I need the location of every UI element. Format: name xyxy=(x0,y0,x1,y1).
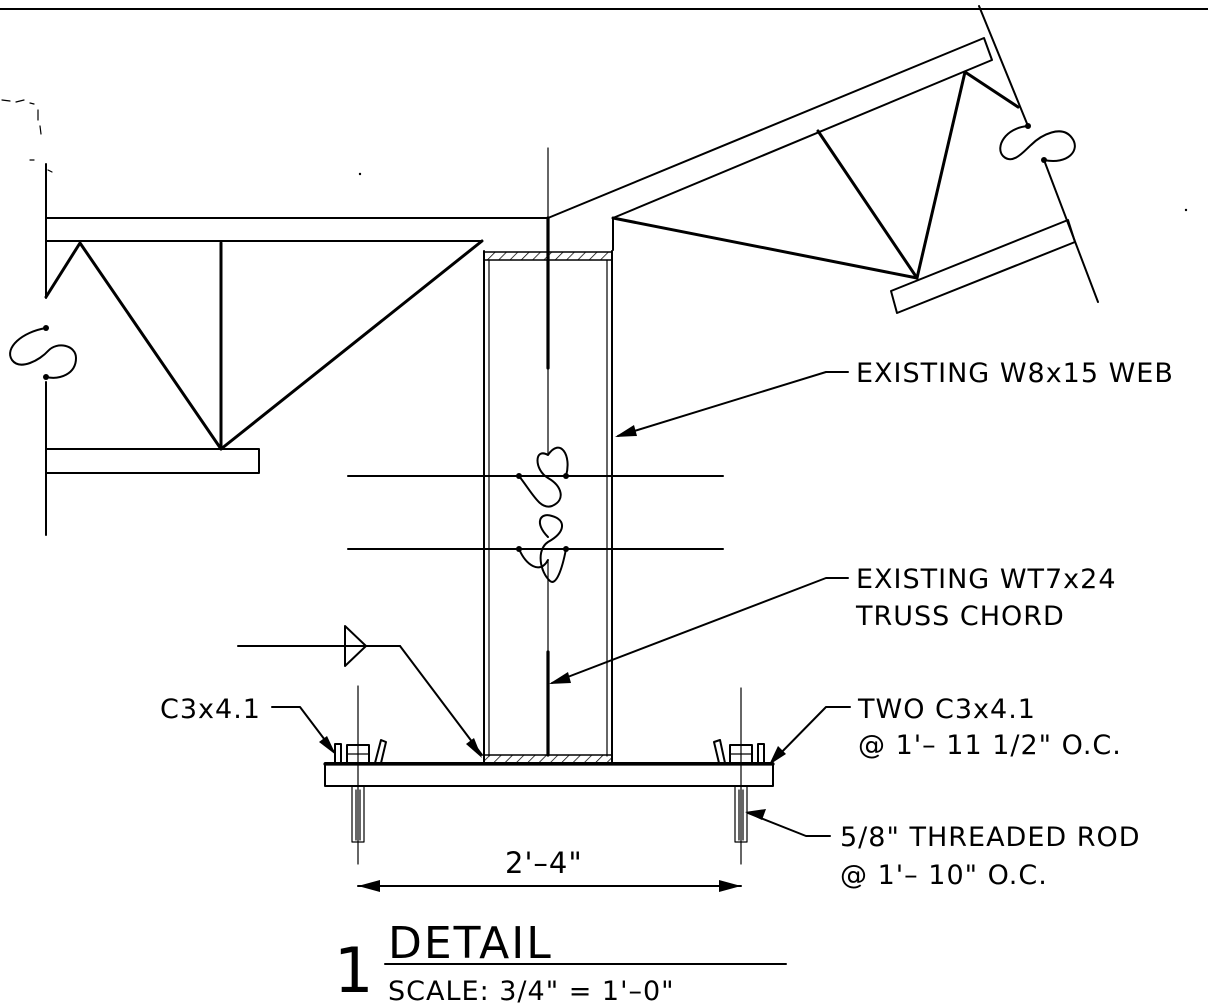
label-two-c3x4-1-line1: TWO C3x4.1 xyxy=(857,694,1036,725)
label-existing-wt7x24-line1: EXISTING WT7x24 xyxy=(856,564,1117,595)
left-break-symbol xyxy=(9,327,77,379)
label-threaded-rod-line2: @ 1'– 10" O.C. xyxy=(840,860,1048,891)
leader-right-channels xyxy=(769,706,851,765)
right-channel xyxy=(713,739,726,764)
label-existing-w8x15-web: EXISTING W8x15 WEB xyxy=(856,358,1174,389)
right-threaded-rod xyxy=(734,785,748,843)
label-two-c3x4-1-line2: @ 1'– 11 1/2" O.C. xyxy=(858,730,1122,761)
detail-number: 1 xyxy=(334,934,373,1007)
right-break-symbol xyxy=(999,125,1076,162)
leader-left-channel xyxy=(271,706,336,755)
left-truss xyxy=(9,163,549,536)
label-truss-chord-line2: TRUSS CHORD xyxy=(855,601,1065,632)
left-threaded-rod xyxy=(351,785,365,843)
detail-scale: SCALE: 3/4" = 1'–0" xyxy=(388,976,675,1007)
leader-threaded-rod xyxy=(745,809,831,837)
column-upper-break-symbol xyxy=(518,446,569,508)
w8x15-web-member xyxy=(347,147,724,764)
dimension-line xyxy=(357,880,742,892)
leader-chord xyxy=(549,577,849,684)
scan-specks xyxy=(1,99,1188,212)
label-threaded-rod-line1: 5/8" THREADED ROD xyxy=(840,822,1141,853)
right-truss xyxy=(547,5,1099,314)
dimension-text: 2'–4" xyxy=(505,846,583,880)
label-c3x4-1-left: C3x4.1 xyxy=(160,694,261,725)
left-channel xyxy=(334,743,342,764)
column-lower-break-symbol xyxy=(518,514,567,583)
weld-symbol xyxy=(237,625,483,758)
base-plate xyxy=(324,762,774,787)
leader-web xyxy=(615,371,849,437)
detail-title: DETAIL xyxy=(388,918,553,969)
